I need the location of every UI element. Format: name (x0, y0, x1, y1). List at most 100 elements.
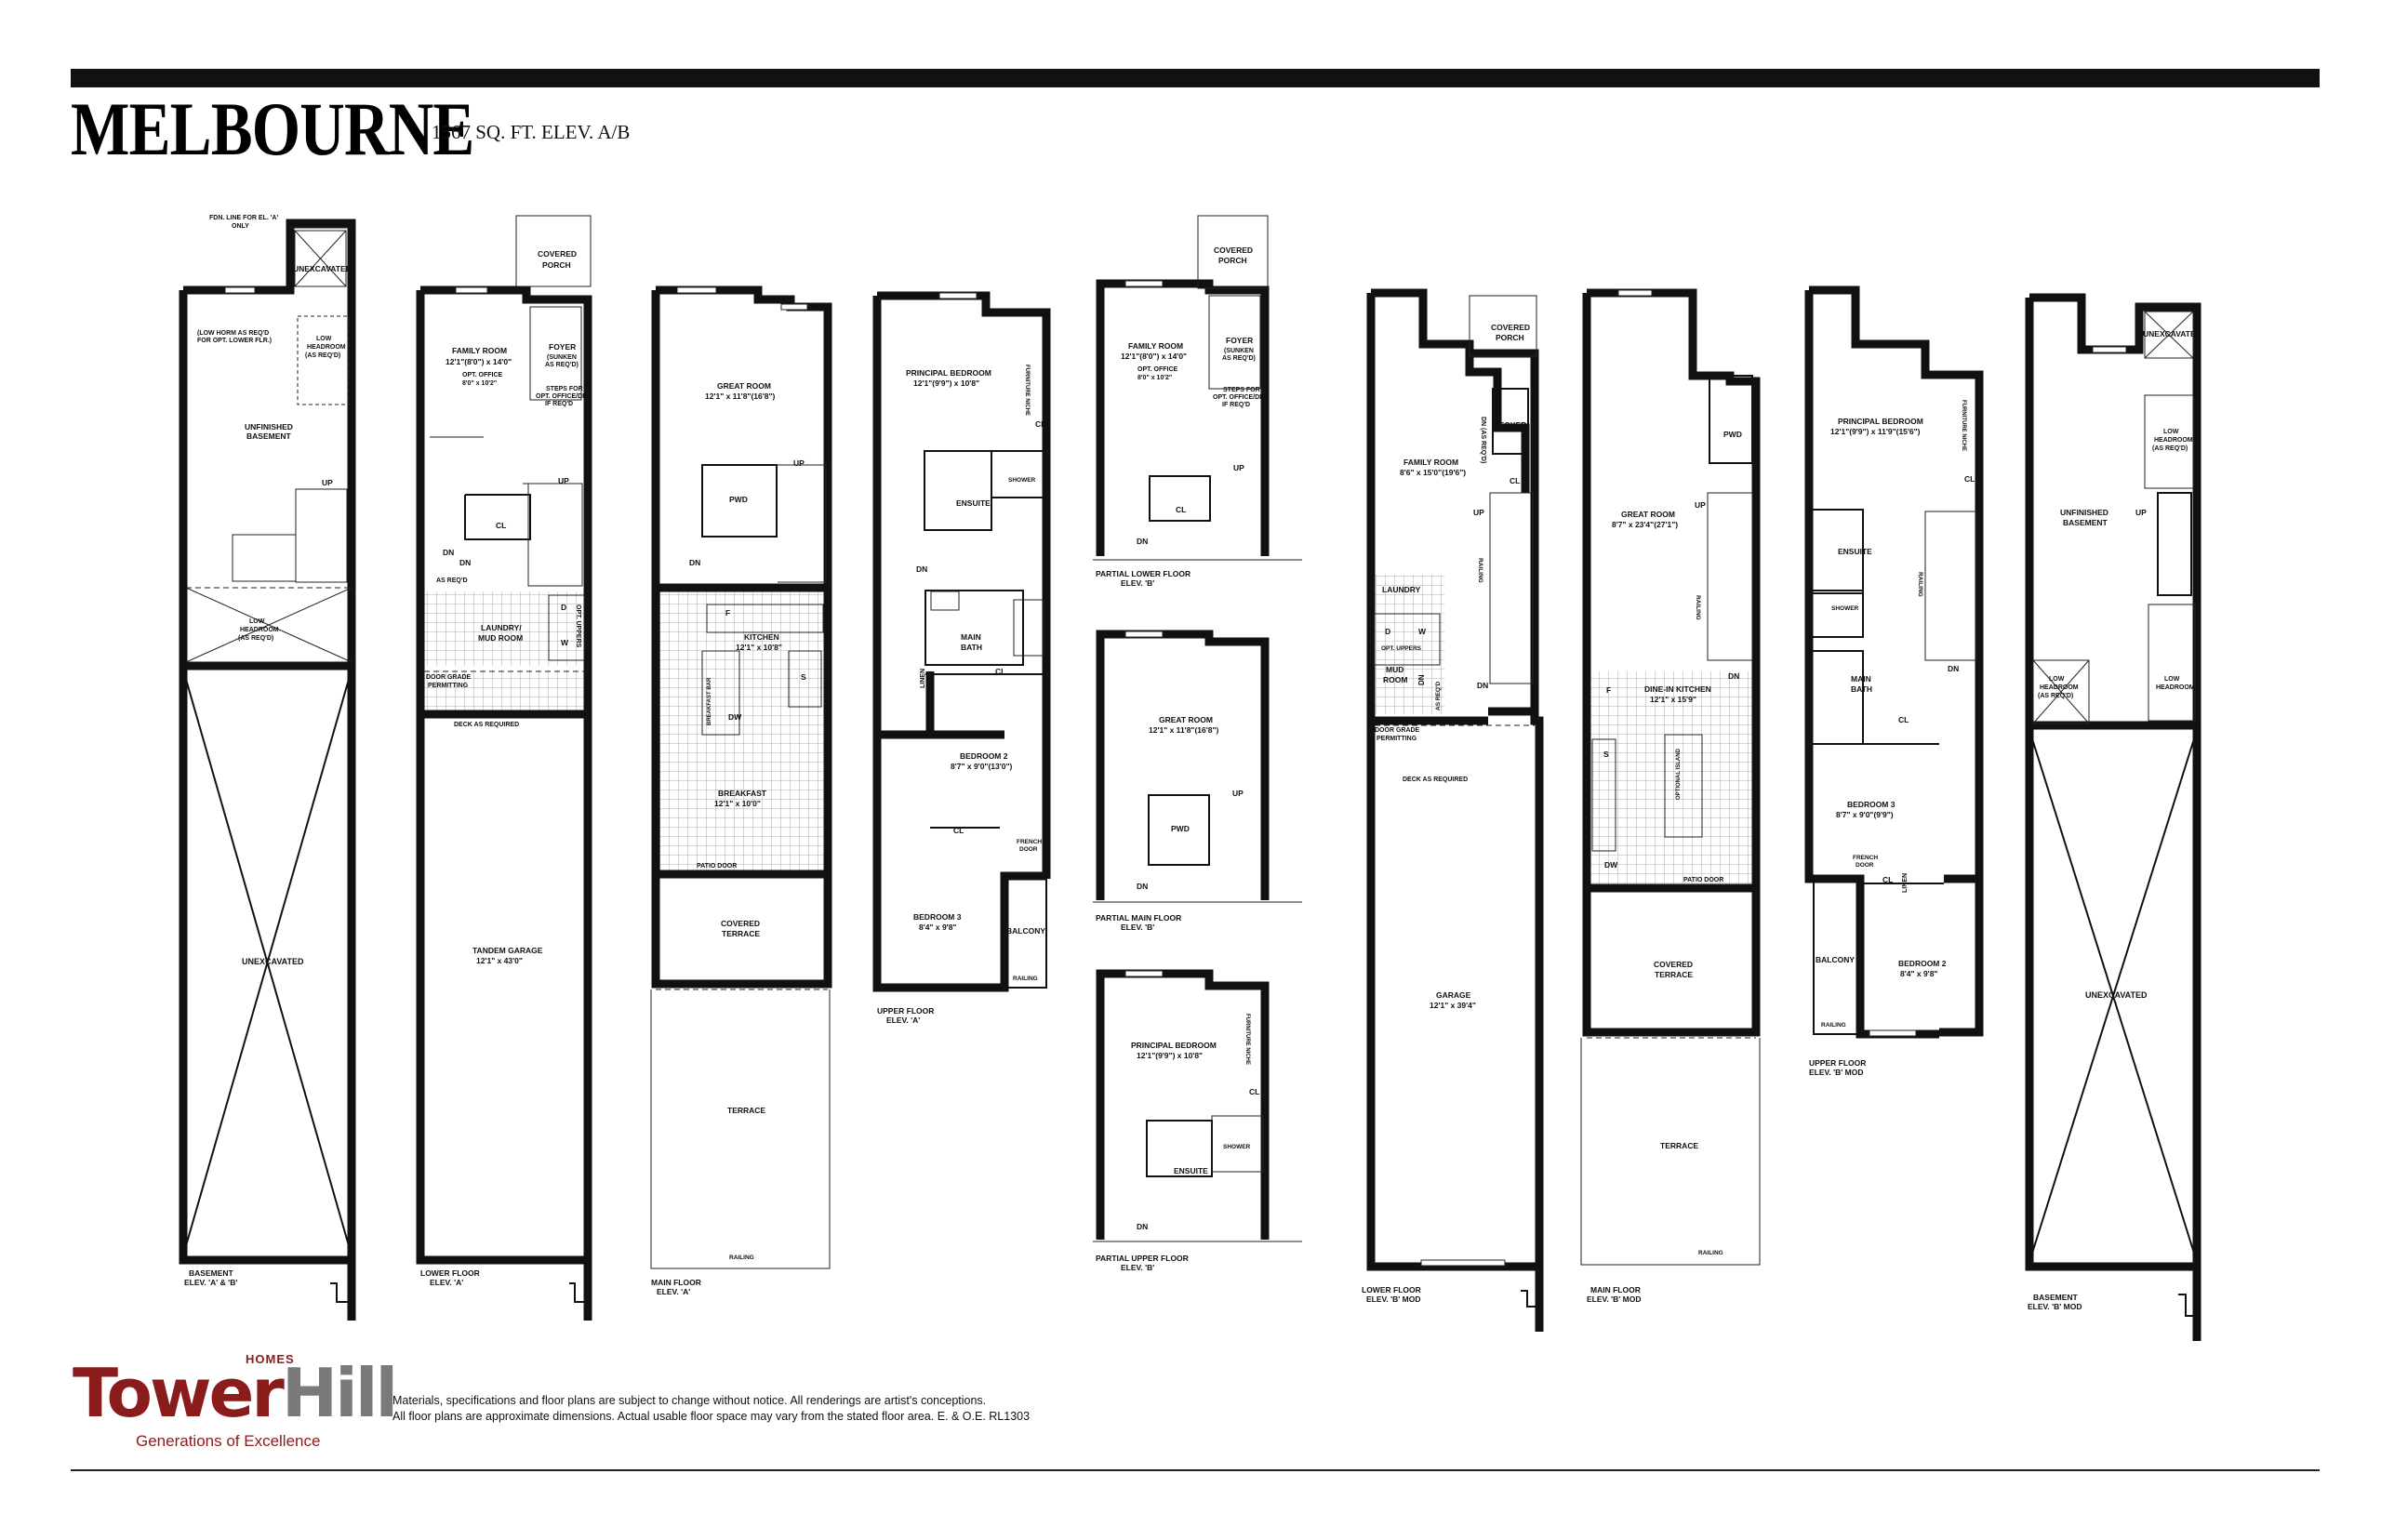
main-b-dw: DW (1604, 860, 1618, 870)
main-b-dn: DN (1728, 671, 1739, 681)
lower-b-caption-1: LOWER FLOOR (1362, 1285, 1421, 1294)
lower-a-door-grade-2: PERMITTING (428, 683, 469, 689)
upper-a-railing: RAILING (1013, 976, 1038, 982)
lower-b-railing: RAILING (1477, 558, 1483, 583)
upper-b-linen: LINEN (1902, 873, 1909, 893)
lower-a-dn-2: DN (459, 558, 471, 567)
upper-a-furniture-niche: FURNITURE NICHE (1024, 365, 1030, 416)
lower-a-opt-office-dim: 8'0" x 10'2" (462, 380, 497, 387)
partial-b-dn-1: DN (1137, 537, 1148, 546)
upper-b-french-door-2: DOOR (1856, 862, 1874, 869)
basement-b-unexcavated-top: UNEXCAVATED (2143, 329, 2201, 339)
plan-basement-a: FDN. LINE FOR EL. 'A' ONLY UNEXCAVATED (… (179, 215, 356, 1321)
upper-b-railing: RAILING (1917, 572, 1923, 597)
upper-b-shower: SHOWER (1831, 605, 1859, 612)
lower-a-steps-1: STEPS FOR (546, 386, 583, 392)
main-b-dine-in: DINE-IN KITCHEN (1644, 684, 1711, 694)
lower-b-garage-dim: 12'1" x 39'4" (1430, 1001, 1476, 1010)
main-b-patio-door: PATIO DOOR (1683, 877, 1723, 883)
upper-a-bedroom2-dim: 8'7" x 9'0"(13'0") (951, 762, 1013, 771)
partial-b-upper-caption-2: ELEV. 'B' (1121, 1263, 1154, 1272)
upper-a-caption-2: ELEV. 'A' (886, 1016, 920, 1025)
upper-a-cl-3: CL (953, 826, 964, 835)
main-a-pwd: PWD (729, 495, 748, 504)
partial-b-foyer-note-2: AS REQ'D) (1222, 355, 1256, 362)
lower-a-covered-porch-1: COVERED (538, 249, 577, 259)
basement-b-unfinished-2: BASEMENT (2063, 518, 2108, 527)
lower-a-caption-2: ELEV. 'A' (430, 1278, 463, 1287)
basement-a-low-headroom-1: LOW (316, 336, 332, 342)
lower-b-up: UP (1473, 508, 1484, 517)
upper-a-cl-2: CL (995, 667, 1005, 676)
basement-b-up: UP (2135, 508, 2147, 517)
partial-b-cl-2: CL (1249, 1087, 1259, 1096)
upper-b-bedroom3-dim: 8'7" x 9'0"(9'9") (1836, 810, 1894, 819)
upper-a-bedroom3: BEDROOM 3 (913, 912, 962, 922)
main-a-breakfast: BREAKFAST (718, 789, 767, 798)
partial-b-cl: CL (1176, 505, 1186, 514)
partial-b-principal: PRINCIPAL BEDROOM (1131, 1041, 1217, 1050)
main-b-great-room: GREAT ROOM (1621, 510, 1675, 519)
main-b-caption-2: ELEV. 'B' MOD (1587, 1294, 1642, 1304)
partial-b-steps-2: OPT. OFFICE/DEN (1213, 394, 1269, 401)
main-b-dine-in-dim: 12'1" x 15'9" (1650, 695, 1696, 704)
upper-b-railing-2: RAILING (1821, 1022, 1846, 1029)
basement-a-low-headroom-3: (AS REQ'D) (305, 352, 340, 359)
basement-b-low-left-3: (AS REQ'D) (2038, 693, 2073, 699)
partial-b-opt-office-dim: 8'0" x 10'2" (1137, 375, 1172, 381)
upper-a-principal-dim: 12'1"(9'9") x 10'8" (913, 378, 979, 388)
lower-a-laundry-1: LAUNDRY/ (481, 623, 522, 632)
plan-subtitle: 1567 SQ. FT. ELEV. A/B (432, 121, 631, 143)
upper-a-bedroom3-dim: 8'4" x 9'8" (919, 923, 956, 932)
basement-a-unfinished-1: UNFINISHED (245, 422, 293, 431)
plan-upper-floor-b: PRINCIPAL BEDROOM 12'1"(9'9") x 11'9"(15… (1804, 285, 1984, 1077)
basement-b-low-3: (AS REQ'D) (2152, 445, 2188, 452)
partial-b-foyer: FOYER (1226, 336, 1253, 345)
main-a-kitchen-dim: 12'1" x 10'8" (736, 643, 782, 652)
basement-a-unexcavated-top: UNEXCAVATED (293, 264, 352, 273)
partial-b-up-1: UP (1233, 463, 1244, 472)
upper-b-bedroom2-dim: 8'4" x 9'8" (1900, 969, 1937, 978)
plan-upper-floor-a: PRINCIPAL BEDROOM 12'1"(9'9") x 10'8" FU… (872, 291, 1051, 1025)
partial-b-steps-1: STEPS FOR (1223, 387, 1260, 393)
basement-b-caption-2: ELEV. 'B' MOD (2028, 1302, 2082, 1311)
main-a-covered-terrace-1: COVERED (721, 919, 760, 928)
lower-a-cl: CL (496, 521, 506, 530)
basement-b-low-left-2: HEADROOM (2040, 684, 2079, 691)
basement-a-low-2: HEADROOM (240, 627, 279, 633)
basement-a-caption-2: ELEV. 'A' & 'B' (184, 1278, 237, 1287)
lower-a-laundry-2: MUD ROOM (478, 633, 523, 643)
main-a-dw: DW (728, 712, 742, 722)
plan-lower-floor-a: COVERED PORCH FAMILY ROOM 12'1"(8'0") x … (416, 215, 592, 1321)
lower-a-steps-2: OPT. OFFICE/DEN (536, 393, 592, 400)
upper-a-cl-1: CL (1035, 419, 1045, 429)
upper-b-caption-2: ELEV. 'B' MOD (1809, 1068, 1864, 1077)
basement-a-low-3: (AS REQ'D) (238, 635, 273, 642)
partial-b-upper-caption-1: PARTIAL UPPER FLOOR (1096, 1254, 1189, 1263)
basement-a-low-headroom-2: HEADROOM (307, 344, 346, 351)
main-a-terrace: TERRACE (727, 1106, 765, 1115)
lower-a-dn-note: AS REQ'D (436, 578, 468, 584)
lower-a-w: W (561, 638, 569, 647)
lower-a-foyer-note-2: AS REQ'D) (545, 362, 579, 368)
main-b-great-dim: 8'7" x 23'4"(27'1") (1612, 520, 1678, 529)
plan-main-floor-a: GREAT ROOM 12'1" x 11'8"(16'8") PWD UP D… (650, 285, 832, 1296)
main-b-pwd: PWD (1723, 430, 1742, 439)
lower-b-dn-as-reqd: DN (AS REQ'D) (1480, 417, 1486, 463)
main-a-railing: RAILING (729, 1255, 754, 1261)
basement-a-low-1: LOW (249, 618, 265, 625)
upper-b-furniture-niche: FURNITURE NICHE (1961, 400, 1966, 451)
main-b-s: S (1603, 750, 1609, 759)
main-a-s: S (801, 672, 806, 682)
main-b-caption-1: MAIN FLOOR (1590, 1285, 1641, 1294)
towerhill-logo: TowerHill HOMES Generations of Excellenc… (73, 1352, 398, 1450)
main-a-kitchen: KITCHEN (744, 632, 779, 642)
basement-a-unfinished-2: BASEMENT (246, 431, 292, 441)
upper-b-balcony: BALCONY (1816, 955, 1855, 964)
upper-a-linen: LINEN (920, 669, 926, 688)
basement-b-unexcavated: UNEXCAVATED (2085, 990, 2148, 1000)
upper-b-main-bath-2: BATH (1851, 684, 1872, 694)
upper-b-french-door-1: FRENCH (1853, 855, 1878, 861)
partial-b-dn-3: DN (1137, 1222, 1148, 1231)
lower-b-caption-2: ELEV. 'B' MOD (1366, 1294, 1421, 1304)
